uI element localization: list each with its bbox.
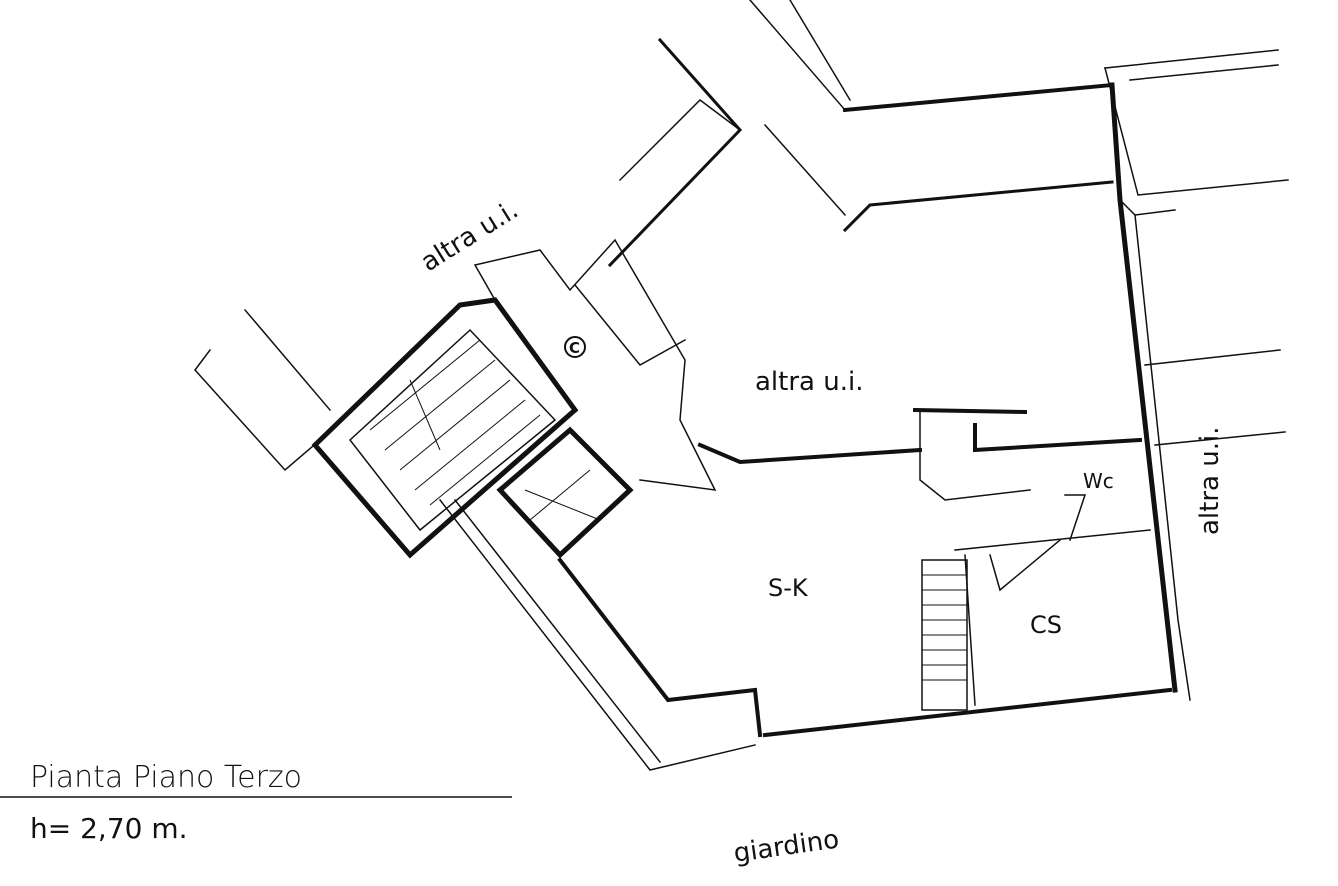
label-other-unit-center: altra u.i. — [755, 367, 863, 397]
label-common-area: C — [569, 339, 580, 357]
height-note: h= 2,70 m. — [30, 812, 188, 845]
label-wc: Wc — [1083, 469, 1114, 493]
walls — [194, 0, 1289, 771]
plan-title: Pianta Piano Terzo — [30, 760, 302, 795]
label-closet: CS — [1030, 611, 1062, 639]
label-other-unit-top-left: altra u.i. — [416, 195, 524, 278]
label-garden: giardino — [732, 824, 841, 868]
label-living-kitchen: S-K — [768, 574, 809, 602]
common-area-marker — [564, 336, 586, 358]
label-other-unit-right: altra u.i. — [1195, 427, 1225, 535]
labels: altra u.i. altra u.i. altra u.i. C Wc S-… — [0, 195, 1225, 869]
